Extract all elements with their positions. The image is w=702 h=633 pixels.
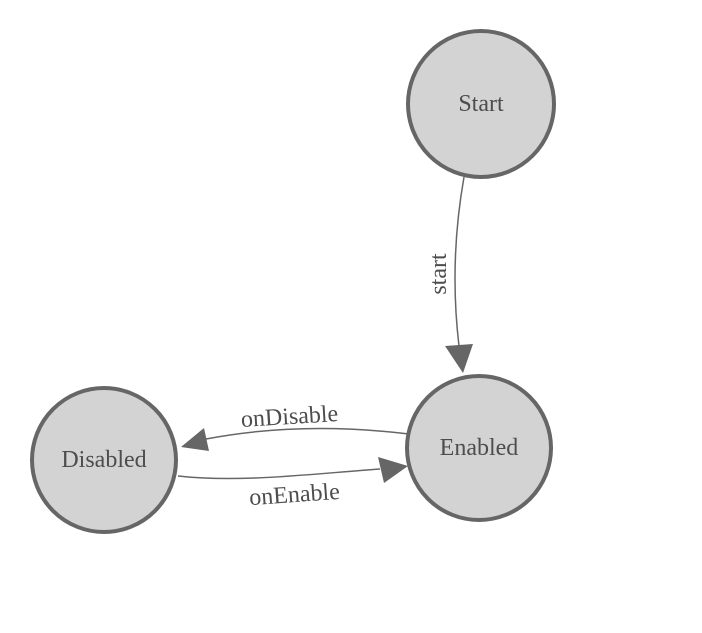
node-circle-disabled (30, 386, 178, 534)
node-circle-enabled (405, 374, 553, 522)
node-circle-start (406, 29, 556, 179)
arrowhead-icon (445, 344, 473, 373)
edge-label-ondisable: onDisable (240, 401, 339, 433)
arrowhead-icon (181, 428, 209, 451)
node-label-start: Start (458, 91, 504, 117)
state-node-enabled: Enabled (405, 374, 553, 522)
edge-enabled-to-disabled: onDisable (181, 401, 410, 451)
node-label-enabled: Enabled (440, 435, 519, 461)
edge-line-start-to-enabled (454, 176, 465, 347)
edge-label-start: start (426, 253, 452, 295)
arrowhead-icon (378, 457, 408, 483)
edge-label-onenable: onEnable (248, 479, 340, 511)
edge-start-to-enabled: start (426, 176, 473, 373)
edge-line-enabled-to-disabled (205, 427, 410, 440)
node-label-disabled: Disabled (61, 447, 146, 473)
state-node-disabled: Disabled (30, 386, 178, 534)
edge-line-disabled-to-enabled (177, 468, 381, 480)
edge-disabled-to-enabled: onEnable (177, 457, 408, 511)
state-node-start: Start (406, 29, 556, 179)
